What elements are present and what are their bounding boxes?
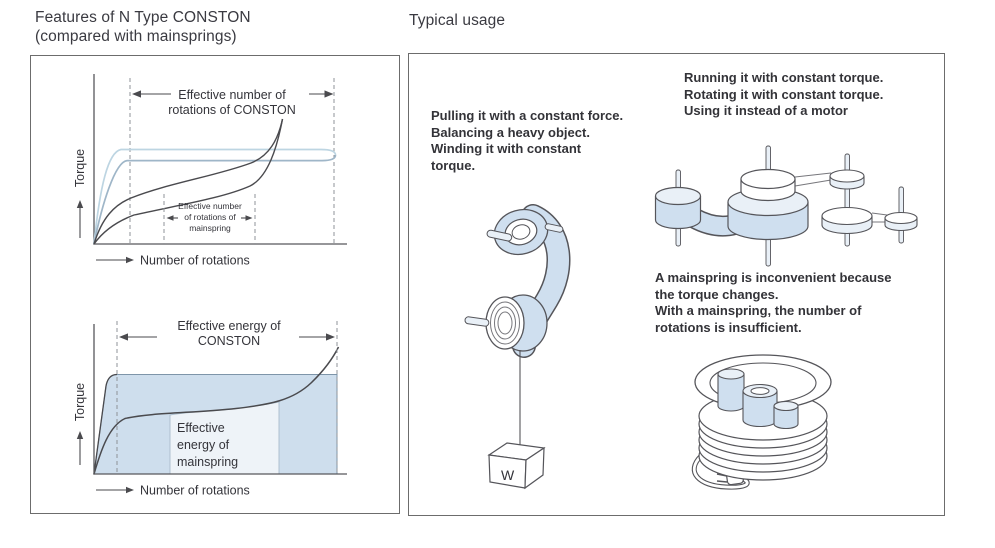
- energy-y-axis-label-arrow: [76, 431, 84, 465]
- energy-y-axis-label: Torque: [73, 383, 87, 421]
- conston-curve-upper: [93, 148, 337, 245]
- conston-curve-lower: [93, 154, 337, 245]
- rotation-y-axis-label: Torque: [73, 149, 87, 187]
- energy-chart: Effective energy of CONSTON Effective en…: [73, 319, 347, 498]
- mainspring-curve-lower: [93, 118, 284, 245]
- lower-drum-coil-2: [494, 306, 516, 340]
- train-double-pulley: [821, 153, 873, 247]
- reel-cylinder-center: [742, 383, 778, 428]
- note-line4: rotations is insufficient.: [655, 319, 802, 335]
- upper-drum-right-axle-pin: [544, 223, 564, 233]
- running-line1: Running it with constant torque.: [684, 70, 884, 85]
- reel-cylinder-right: [773, 400, 799, 430]
- drive-train-illustration: [654, 145, 918, 267]
- conston-energy-label-line1: Effective energy of: [177, 319, 281, 333]
- rotation-x-axis-label-arrow: [96, 256, 134, 264]
- mainspring-rotations-label-line2: of rotations of: [184, 212, 236, 222]
- reel-cylinder-left: [717, 368, 745, 412]
- weight-label: W: [501, 467, 515, 483]
- lower-drum-coil-3: [497, 311, 513, 335]
- lower-drum-coil-1: [490, 301, 520, 345]
- pulley-weight-illustration: W: [464, 204, 571, 490]
- train-left-drum: [654, 169, 702, 247]
- pulling-line1: Pulling it with a constant force.: [431, 108, 624, 123]
- usage-title: Typical usage: [409, 12, 506, 29]
- features-panel: Effective number of rotations of CONSTON…: [30, 55, 400, 514]
- charts-canvas: Effective number of rotations of CONSTON…: [73, 74, 347, 498]
- note-line2: the torque changes.: [655, 286, 779, 302]
- running-line2: Rotating it with constant torque.: [684, 86, 884, 102]
- train-far-pulley: [884, 186, 918, 244]
- conston-energy-rise-line: [93, 373, 118, 475]
- train-big-drum: [727, 145, 809, 267]
- energy-x-axis-label-arrow: [96, 486, 134, 494]
- mainspring-note-text: A mainspring is inconvenient because the…: [655, 270, 891, 336]
- note-line1: A mainspring is inconvenient because: [655, 270, 892, 285]
- conston-energy-range-arrows: [119, 333, 335, 341]
- lower-drum-axle-pin: [464, 316, 490, 327]
- mainspring-rotations-label-line1: Effective number: [178, 201, 242, 211]
- belt-top-1: [794, 172, 832, 178]
- rotation-x-axis-label: Number of rotations: [140, 254, 250, 268]
- belt-right-1: [871, 212, 888, 216]
- note-line3: With a mainspring, the number of: [655, 303, 862, 318]
- conston-rotations-label-line1: Effective number of: [178, 88, 286, 102]
- rotation-y-axis-label-arrow: [76, 200, 84, 238]
- mainspring-energy-label-line3: mainspring: [177, 455, 238, 469]
- features-title: Features of N Type CONSTON (compared wit…: [35, 8, 251, 46]
- pulling-usage-text: Pulling it with a constant force. Balanc…: [431, 108, 623, 174]
- pulling-line3: Winding it with constant: [431, 141, 582, 156]
- features-title-line1: Features of N Type CONSTON: [35, 9, 251, 26]
- pulling-line2: Balancing a heavy object.: [431, 124, 590, 140]
- mainspring-energy-curve: [93, 346, 340, 475]
- conston-rotations-label-line2: rotations of CONSTON: [168, 103, 296, 117]
- mainspring-energy-label-line2: energy of: [177, 438, 230, 452]
- lower-drum-face: [485, 296, 525, 350]
- belt-top-2: [794, 179, 832, 187]
- energy-x-axis-label: Number of rotations: [140, 484, 250, 498]
- rotation-chart: Effective number of rotations of CONSTON…: [73, 74, 347, 268]
- weight-box: W: [487, 442, 546, 490]
- cable-reel-illustration: [691, 354, 832, 490]
- mainspring-curve-upper: [93, 118, 284, 245]
- usage-panel: Pulling it with a constant force. Balanc…: [408, 53, 945, 516]
- mainspring-rotations-label-line3: mainspring: [189, 223, 231, 233]
- conston-rotation-range-arrows: [132, 90, 334, 98]
- running-usage-text: Running it with constant torque. Rotatin…: [684, 70, 883, 120]
- mainspring-energy-label-line1: Effective: [177, 421, 225, 435]
- mainspring-rotation-range-arrows: [166, 215, 253, 221]
- pulling-line4: torque.: [431, 157, 476, 173]
- upper-drum-left-axle-pin: [486, 229, 513, 242]
- conston-energy-label-line2: CONSTON: [198, 334, 260, 348]
- running-line3: Using it instead of a motor: [684, 103, 848, 118]
- cord: [692, 454, 749, 489]
- features-title-line2: (compared with mainsprings): [35, 28, 237, 45]
